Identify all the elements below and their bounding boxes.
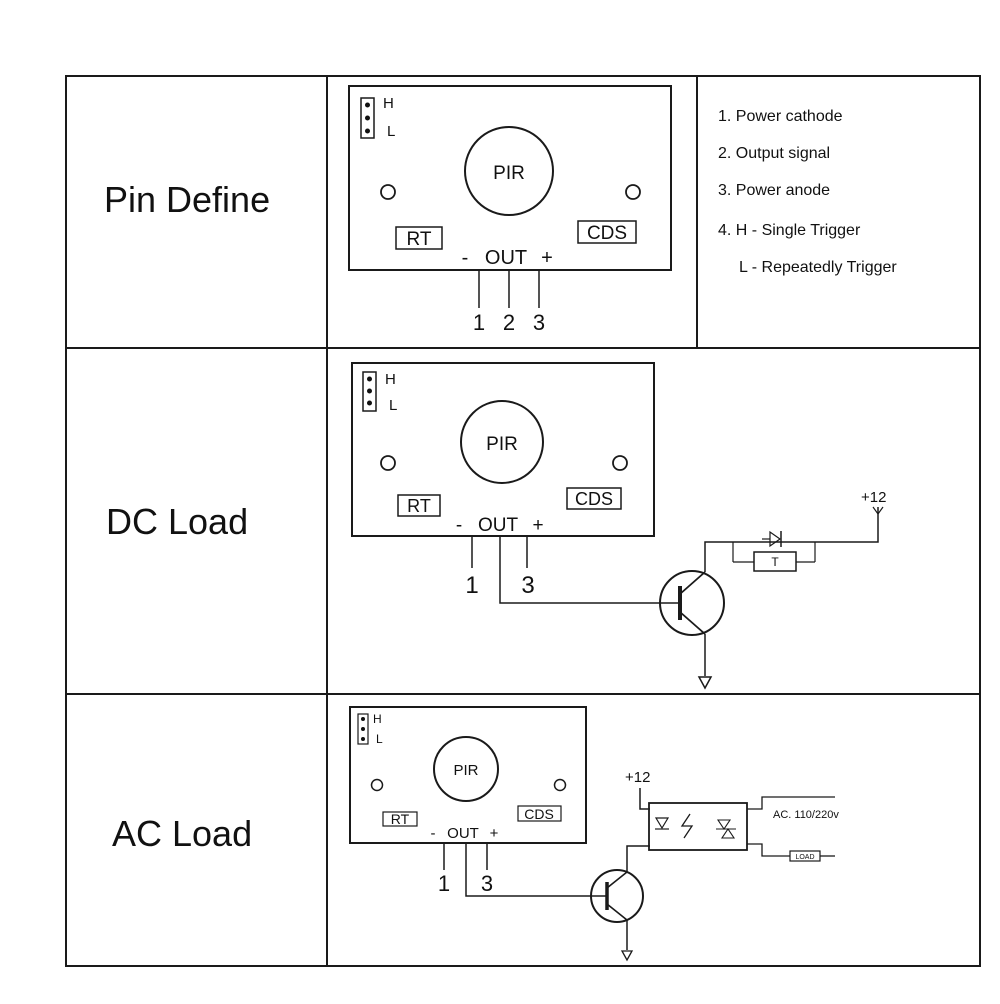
pin-2-label: 2 — [503, 310, 515, 335]
mount-hole-icon — [625, 184, 641, 200]
out-label: OUT — [478, 515, 519, 536]
pir-module-dc-load: H L PIR RT CDS - OUT + — [351, 362, 655, 537]
row-title-dc-load: DC Load — [106, 501, 248, 542]
relay-label: T — [771, 555, 779, 569]
jumper-h-label: H — [385, 371, 396, 388]
ac-mains-label: AC. 110/220v — [773, 809, 839, 821]
dc-supply-label: +12 — [861, 489, 886, 506]
legend-item: L - Repeatedly Trigger — [739, 259, 897, 276]
minus-label: - — [456, 515, 462, 536]
legend-item: 2. Output signal — [718, 145, 830, 162]
pir-sensor-icon — [460, 400, 544, 484]
row-title-pin-define: Pin Define — [104, 179, 270, 220]
ground-icon — [697, 676, 713, 690]
rt-label: RT — [407, 229, 432, 250]
legend-item: 1. Power cathode — [718, 108, 843, 125]
jumper-icon — [357, 713, 369, 745]
mount-hole-icon — [380, 184, 396, 200]
minus-label: - — [462, 247, 469, 269]
jumper-icon — [362, 371, 377, 412]
mount-hole-icon — [380, 455, 396, 471]
plus-label: + — [490, 825, 499, 842]
pin-3-label: 3 — [521, 572, 534, 599]
pir-sensor-icon — [433, 736, 499, 802]
pin-3-label: 3 — [481, 871, 493, 896]
ac-supply-label: +12 — [625, 769, 650, 786]
cds-label: CDS — [587, 223, 627, 244]
pin-1-label: 1 — [473, 310, 485, 335]
legend-item: 4. H - Single Trigger — [718, 222, 861, 239]
pir-label: PIR — [493, 163, 525, 184]
pin-leads: 1 2 3 — [473, 270, 545, 335]
npn-transistor-icon — [590, 869, 644, 923]
dc-load-circuit: 1 3 T +12 — [465, 489, 886, 690]
pir-label: PIR — [486, 434, 518, 455]
table-grid — [65, 75, 981, 967]
cds-label: CDS — [575, 489, 613, 509]
pin-legend: 1. Power cathode 2. Output signal 3. Pow… — [718, 108, 897, 276]
jumper-l-label: L — [387, 123, 395, 140]
pin-1-label: 1 — [438, 871, 450, 896]
rt-label: RT — [391, 811, 410, 827]
pin-3-label: 3 — [533, 310, 545, 335]
relay-icon: T — [753, 551, 797, 572]
out-label: OUT — [485, 247, 527, 269]
plus-label: + — [532, 515, 543, 536]
pir-module-ac-load: H L PIR RT CDS - OUT + — [349, 706, 587, 844]
jumper-h-label: H — [373, 712, 382, 726]
pir-sensor-icon — [464, 126, 554, 216]
jumper-icon — [360, 97, 375, 139]
mount-hole-icon — [612, 455, 628, 471]
pir-module-pin-define: H L PIR RT CDS - OUT + — [348, 85, 672, 271]
pin-1-label: 1 — [465, 572, 478, 599]
pir-label: PIR — [453, 762, 478, 779]
cds-label: CDS — [524, 806, 554, 822]
resistor-label: LOAD — [795, 854, 814, 861]
diode-icon — [762, 530, 782, 548]
mount-hole-icon — [553, 778, 567, 792]
rt-label: RT — [407, 496, 431, 516]
ac-load-circuit: 1 3 +12 AC. 110/220v LOAD — [438, 769, 839, 962]
plus-label: + — [541, 247, 553, 269]
ground-icon — [620, 950, 634, 962]
row-title-ac-load: AC Load — [112, 813, 252, 854]
jumper-l-label: L — [376, 732, 383, 746]
minus-label: - — [431, 825, 436, 842]
solid-state-relay-icon — [648, 802, 748, 851]
jumper-h-label: H — [383, 95, 394, 112]
npn-transistor-icon — [659, 570, 725, 636]
out-label: OUT — [447, 825, 479, 842]
mount-hole-icon — [370, 778, 384, 792]
legend-item: 3. Power anode — [718, 182, 830, 199]
jumper-l-label: L — [389, 397, 397, 414]
